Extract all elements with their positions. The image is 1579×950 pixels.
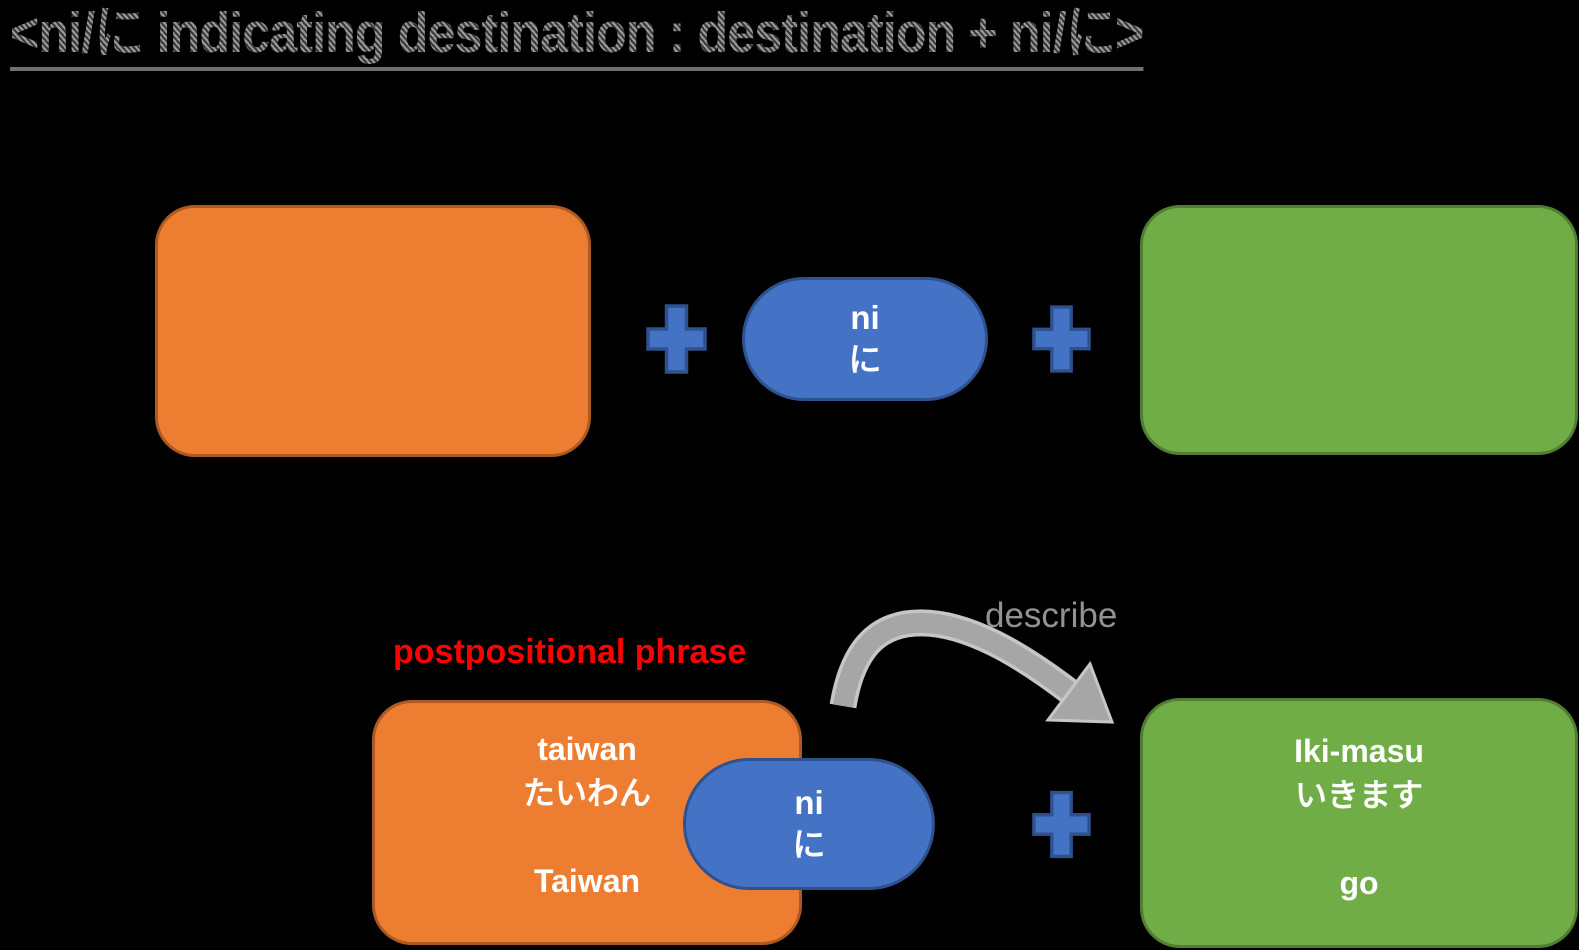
plus-icon	[646, 304, 707, 374]
destination-kana: たいわん	[522, 775, 651, 811]
page-title: <ni/に indicating destination : destinati…	[10, 1, 1144, 71]
plus-icon	[1032, 305, 1091, 373]
verb-romaji: Iki-masu	[1294, 733, 1424, 769]
particle-kana: に	[848, 341, 882, 378]
example-particle-kana: に	[792, 826, 826, 863]
destination-box	[155, 205, 591, 457]
particle-romaji: ni	[850, 299, 880, 336]
verb-box	[1140, 205, 1578, 455]
page-title-text: <ni/に indicating destination : destinati…	[10, 1, 1144, 71]
example-particle-romaji: ni	[794, 784, 824, 821]
example-particle-pill: ni に	[683, 758, 935, 890]
destination-english: Taiwan	[533, 863, 641, 899]
plus-icon	[1032, 790, 1091, 859]
postpositional-phrase-label: postpositional phrase	[393, 633, 747, 671]
particle-pill: ni に	[742, 277, 988, 401]
example-verb-box: Iki-masu いきます go	[1140, 698, 1578, 948]
verb-kana: いきます	[1294, 777, 1423, 813]
describe-label: describe	[985, 596, 1118, 635]
verb-english: go	[1339, 865, 1379, 901]
destination-romaji: taiwan	[537, 731, 637, 767]
